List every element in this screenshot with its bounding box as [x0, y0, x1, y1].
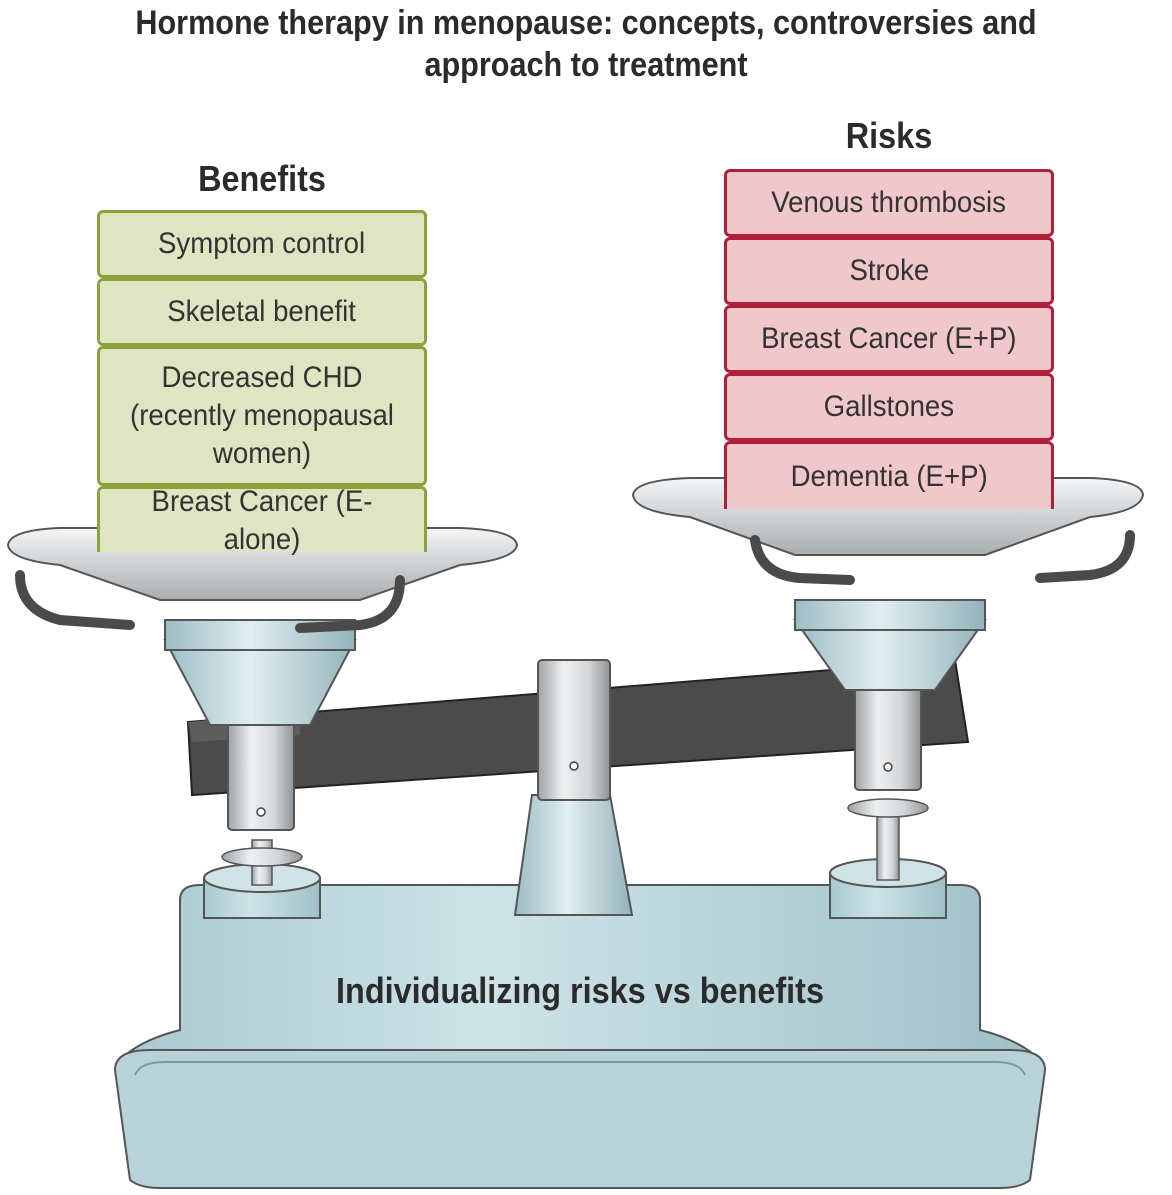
scale-base-groove: [134, 1061, 1026, 1076]
benefit-label: Skeletal benefit: [167, 295, 357, 328]
risks-stack: Venous thrombosis Stroke Breast Cancer (…: [724, 169, 1054, 509]
risk-label: Breast Cancer (E+P): [761, 322, 1017, 355]
benefit-label: Symptom control: [158, 227, 366, 260]
benefit-box-breast-cancer-e-alone: Breast Cancer (E-alone): [97, 485, 427, 556]
benefit-box-symptom-control: Symptom control: [97, 210, 427, 278]
center-pillar: [513, 794, 634, 916]
benefit-box-skeletal-benefit: Skeletal benefit: [97, 278, 427, 346]
base-label: Individualizing risks vs benefits: [336, 970, 824, 1011]
risks-heading: Risks: [845, 115, 933, 156]
risk-box-breast-cancer-e-p: Breast Cancer (E+P): [724, 305, 1054, 373]
benefits-stack: Symptom control Skeletal benefit Decreas…: [97, 210, 427, 556]
figure-title: Hormone therapy in menopause: concepts, …: [59, 2, 1114, 86]
risk-box-dementia-e-p: Dementia (E+P): [724, 441, 1054, 509]
title-line-1: Hormone therapy in menopause: concepts, …: [135, 4, 1037, 42]
risk-box-gallstones: Gallstones: [724, 373, 1054, 441]
benefit-label: Decreased CHD (recently menopausal women…: [130, 361, 394, 470]
benefit-label: Breast Cancer (E-alone): [151, 484, 373, 556]
benefit-box-decreased-chd: Decreased CHD (recently menopausal women…: [97, 346, 427, 486]
title-line-2: approach to treatment: [424, 46, 748, 84]
risk-box-venous-thrombosis: Venous thrombosis: [724, 169, 1054, 237]
risk-label: Stroke: [849, 254, 929, 287]
risk-label: Dementia (E+P): [790, 459, 988, 493]
risk-label: Venous thrombosis: [771, 186, 1007, 219]
risk-box-stroke: Stroke: [724, 237, 1054, 305]
benefits-heading: Benefits: [198, 158, 326, 199]
risk-label: Gallstones: [823, 390, 955, 423]
center-post: [537, 659, 611, 801]
scale-base-foot: [113, 1049, 1047, 1189]
